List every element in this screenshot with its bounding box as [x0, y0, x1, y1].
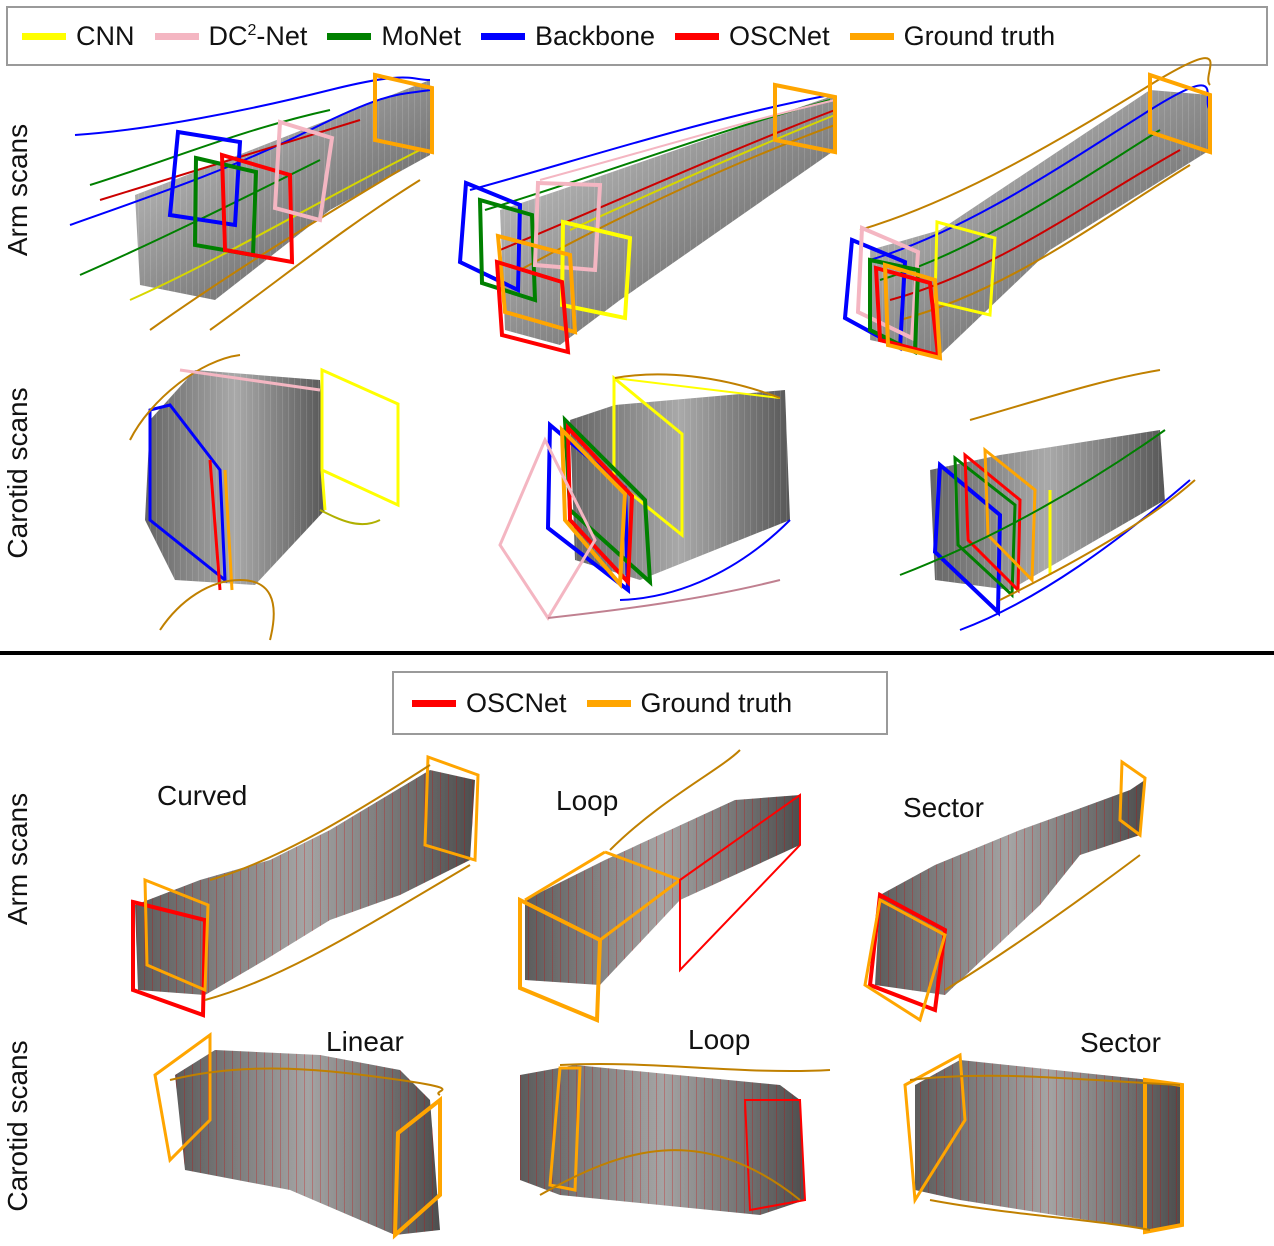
panel-label-carotid-sector: Sector — [1080, 1027, 1161, 1058]
legend-bottom-label-oscnet: OSCNet — [466, 687, 567, 718]
panel-label-arm-sector: Sector — [903, 792, 984, 823]
legend-bottom-swatch-ground-truth — [586, 699, 631, 707]
top-carotid-panel-2 — [498, 373, 791, 621]
legend-swatch-oscnet — [675, 32, 720, 40]
bottom-arm-panel-loop — [518, 749, 801, 1023]
panel-label-carotid-linear: Linear — [326, 1026, 404, 1057]
legend-item-oscnet: OSCNet — [675, 21, 830, 52]
legend-label-monet: MoNet — [381, 20, 461, 51]
bottom-carotid-panel-linear — [153, 1032, 444, 1240]
bottom-arm-panel-sector — [863, 759, 1147, 1023]
legend-item-ground-truth: Ground truth — [849, 20, 1056, 52]
legend-top: CNN DC2-Net MoNet Backbone OSCNet Ground… — [6, 6, 1268, 66]
legend-swatch-dc2net — [154, 32, 199, 40]
bottom-carotid-panel-loop — [520, 1063, 831, 1215]
top-carotid-panel-3 — [899, 369, 1196, 631]
legend-item-dc2net: DC2-Net — [154, 20, 308, 52]
top-carotid-panel-1 — [129, 354, 400, 641]
top-arm-panel-1 — [69, 72, 434, 331]
bottom-arm-panel-curved — [131, 754, 480, 1018]
top-arm-panel-3 — [842, 57, 1212, 361]
top-arm-panel-2 — [457, 82, 837, 355]
legend-label-ground-truth: Ground truth — [903, 20, 1056, 51]
legend-bottom-swatch-oscnet — [412, 699, 456, 707]
legend-bottom-label-ground-truth: Ground truth — [640, 687, 793, 718]
legend-label-backbone: Backbone — [534, 20, 656, 51]
bottom-carotid-panel-sector — [903, 1052, 1184, 1235]
legend-label-cnn: CNN — [76, 20, 135, 51]
panel-label-arm-loop: Loop — [556, 785, 619, 816]
panel-label-arm-curved: Curved — [157, 780, 248, 811]
legend-swatch-ground-truth — [849, 32, 894, 40]
section-divider — [0, 651, 1274, 655]
legend-label-oscnet: OSCNet — [729, 20, 830, 51]
legend-item-monet: MoNet — [327, 21, 461, 52]
legend-item-cnn: CNN — [22, 21, 135, 52]
panel-label-carotid-loop: Loop — [688, 1024, 751, 1055]
legend-swatch-backbone — [480, 32, 525, 40]
legend-swatch-cnn — [22, 32, 66, 40]
legend-item-backbone: Backbone — [480, 20, 656, 52]
legend-bottom: OSCNet Ground truth — [392, 671, 888, 735]
legend-swatch-monet — [327, 32, 372, 40]
legend-bottom-item-oscnet: OSCNet — [412, 688, 567, 719]
legend-bottom-item-ground-truth: Ground truth — [586, 687, 793, 719]
legend-label-dc2net: DC2-Net — [208, 20, 308, 51]
